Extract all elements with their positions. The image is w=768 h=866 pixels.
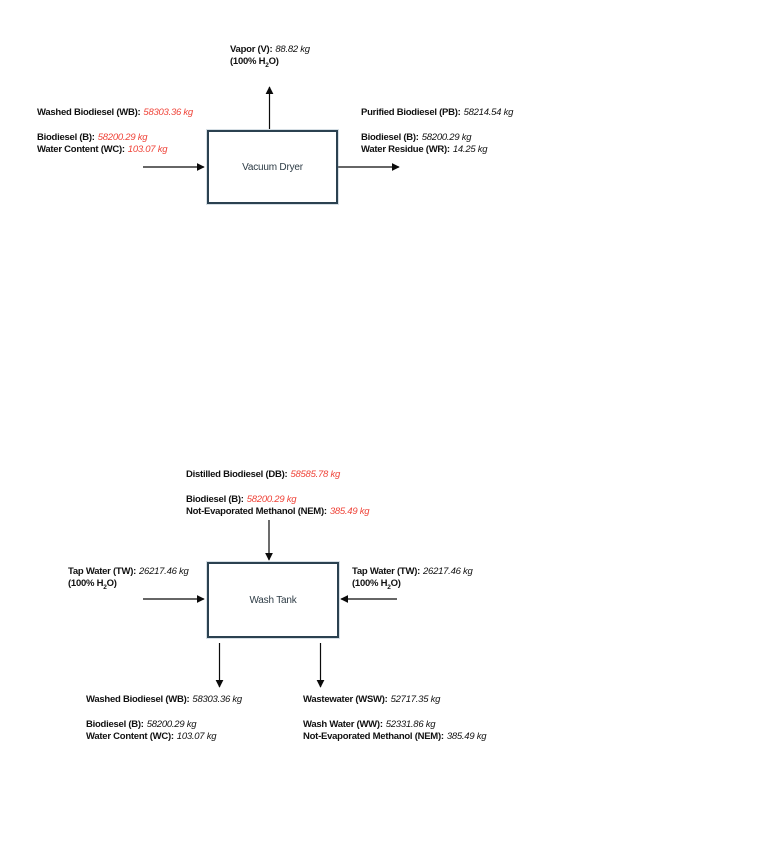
composition-suffix: O) — [106, 578, 117, 589]
stream-value: 58303.36 kg — [192, 694, 242, 705]
stream-value: 58303.36 kg — [143, 107, 193, 118]
stream-value: 385.49 kg — [446, 731, 487, 742]
stream-value: 58585.78 kg — [290, 469, 340, 480]
stream-value: 26217.46 kg — [423, 566, 473, 577]
composition-subscript: 2 — [265, 61, 269, 69]
stream-composition: (100% H2O) — [352, 578, 473, 591]
wash-tank-outlet-right-label: Wastewater (WSW):52717.35 kg Wash Water … — [303, 694, 487, 743]
stream-value: 14.25 kg — [452, 144, 488, 155]
stream-value: 52717.35 kg — [390, 694, 441, 705]
stream-line: Water Residue (WR):14.25 kg — [361, 144, 513, 156]
stream-line: Washed Biodiesel (WB):58303.36 kg — [37, 107, 193, 119]
stream-name: Not-Evaporated Methanol (NEM): — [186, 506, 327, 517]
stream-line: Biodiesel (B):58200.29 kg — [86, 719, 242, 731]
stream-line: Washed Biodiesel (WB):58303.36 kg — [86, 694, 242, 706]
unit-name: Wash Tank — [249, 594, 297, 606]
wash-tank-feed-label: Distilled Biodiesel (DB):58585.78 kg Bio… — [186, 469, 370, 518]
stream-name: Vapor (V): — [230, 44, 273, 55]
stream-name: Purified Biodiesel (PB): — [361, 107, 461, 118]
stream-value: 58200.29 kg — [97, 132, 148, 143]
vacuum-dryer-unit-box: Vacuum Dryer — [207, 130, 338, 204]
stream-name: Washed Biodiesel (WB): — [37, 107, 141, 118]
stream-name: Water Residue (WR): — [361, 144, 450, 155]
composition-subscript: 2 — [103, 583, 107, 591]
stream-value: 58200.29 kg — [421, 132, 472, 143]
stream-line: Biodiesel (B):58200.29 kg — [361, 132, 513, 144]
stream-line: Vapor (V):88.82 kg — [230, 44, 310, 56]
vapor-stream-label: Vapor (V):88.82 kg (100% H2O) — [230, 44, 310, 69]
stream-value: 88.82 kg — [275, 44, 310, 55]
stream-line: Tap Water (TW):26217.46 kg — [352, 566, 473, 578]
stream-line: Water Content (WC):103.07 kg — [37, 144, 193, 156]
stream-line: Not-Evaporated Methanol (NEM):385.49 kg — [303, 731, 487, 743]
composition-suffix: O) — [268, 56, 279, 67]
stream-value: 52331.86 kg — [385, 719, 436, 730]
stream-line: Biodiesel (B):58200.29 kg — [37, 132, 193, 144]
stream-composition: (100% H2O) — [68, 578, 189, 591]
stream-name: Tap Water (TW): — [352, 566, 421, 577]
stream-line: Biodiesel (B):58200.29 kg — [186, 494, 369, 506]
stream-value: 103.07 kg — [127, 144, 168, 155]
vacuum-dryer-outlet-label: Purified Biodiesel (PB):58214.54 kg Biod… — [361, 107, 513, 156]
stream-value: 103.07 kg — [176, 731, 217, 742]
stream-name: Wash Water (WW): — [303, 719, 383, 730]
vacuum-dryer-inlet-label: Washed Biodiesel (WB):58303.36 kg Biodie… — [37, 107, 193, 156]
stream-value: 58200.29 kg — [246, 494, 297, 505]
stream-line: Water Content (WC):103.07 kg — [86, 731, 242, 743]
stream-value: 58214.54 kg — [463, 107, 514, 118]
stream-line: Tap Water (TW):26217.46 kg — [68, 566, 189, 578]
stream-name: Water Content (WC): — [37, 144, 125, 155]
composition-subscript: 2 — [387, 583, 391, 591]
stream-value: 385.49 kg — [329, 506, 370, 517]
wash-tank-tap-right-label: Tap Water (TW):26217.46 kg (100% H2O) — [352, 566, 473, 591]
stream-name: Tap Water (TW): — [68, 566, 137, 577]
composition-prefix: (100% H — [352, 578, 388, 589]
stream-line: Purified Biodiesel (PB):58214.54 kg — [361, 107, 513, 119]
stream-line: Distilled Biodiesel (DB):58585.78 kg — [186, 469, 369, 481]
stream-name: Biodiesel (B): — [37, 132, 95, 143]
stream-name: Distilled Biodiesel (DB): — [186, 469, 288, 480]
stream-line: Wash Water (WW):52331.86 kg — [303, 719, 486, 731]
composition-prefix: (100% H — [68, 578, 104, 589]
stream-composition: (100% H2O) — [230, 56, 310, 69]
unit-name: Vacuum Dryer — [242, 161, 303, 173]
stream-name: Biodiesel (B): — [186, 494, 244, 505]
stream-name: Water Content (WC): — [86, 731, 174, 742]
stream-value: 26217.46 kg — [139, 566, 189, 577]
stream-name: Wastewater (WSW): — [303, 694, 388, 705]
stream-value: 58200.29 kg — [146, 719, 197, 730]
wash-tank-tap-left-label: Tap Water (TW):26217.46 kg (100% H2O) — [68, 566, 189, 591]
stream-name: Biodiesel (B): — [361, 132, 419, 143]
stream-line: Not-Evaporated Methanol (NEM):385.49 kg — [186, 506, 370, 518]
composition-suffix: O) — [390, 578, 401, 589]
wash-tank-outlet-left-label: Washed Biodiesel (WB):58303.36 kg Biodie… — [86, 694, 242, 743]
stream-name: Biodiesel (B): — [86, 719, 144, 730]
stream-name: Not-Evaporated Methanol (NEM): — [303, 731, 444, 742]
stream-name: Washed Biodiesel (WB): — [86, 694, 190, 705]
wash-tank-unit-box: Wash Tank — [207, 562, 339, 638]
composition-prefix: (100% H — [230, 56, 266, 67]
stream-line: Wastewater (WSW):52717.35 kg — [303, 694, 486, 706]
